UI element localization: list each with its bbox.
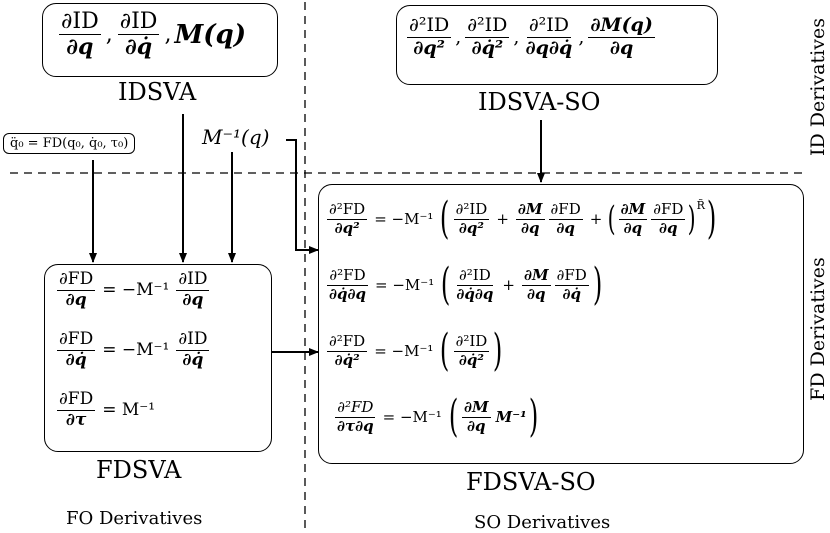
fdsva-so-eq1-b-den: ∂q — [520, 218, 540, 237]
fdsva-so-eq4-a-num: ∂M — [461, 397, 491, 418]
idsva-term-1: ∂ID ∂q — [59, 10, 101, 59]
idsva-term-2: ∂ID ∂q̇ — [117, 9, 160, 61]
fdsva-so-eq2-b-num: ∂M — [521, 265, 551, 286]
fdsva-eq3-rhs-pre: = M⁻¹ — [102, 400, 156, 421]
minv-input: M⁻¹(q) — [202, 125, 270, 149]
fdsva-so-eq2-c-den: ∂q̇ — [562, 284, 581, 303]
fdsva-so-eq1-e-num: ∂FD — [651, 199, 686, 220]
fdsva-eq-1: ∂FD∂q = −M⁻¹ ∂ID∂q — [55, 269, 211, 310]
fdsva-so-eq1-b-num: ∂M — [515, 199, 545, 220]
idsva-so-term-2-num: ∂²ID — [465, 14, 510, 38]
fdsva-eq3-lhs-num: ∂FD — [57, 389, 96, 411]
idsva-so-box: ∂²ID ∂q² , ∂²ID ∂q̇² , ∂²ID ∂q∂q̇ , ∂M(q… — [396, 5, 718, 85]
arrow-minv-to-fdsva-so — [286, 139, 319, 254]
id-derivatives-label: ID Derivatives — [807, 18, 829, 156]
fdsva-so-eq2-c-num: ∂FD — [554, 265, 589, 286]
fdsva-so-eq2-lhs-num: ∂²FD — [327, 265, 368, 286]
idsva-so-term-1: ∂²ID ∂q² — [407, 14, 452, 59]
fdsva-so-eq3-a-num: ∂²ID — [453, 331, 490, 352]
fdsva-eq2-lhs-num: ∂FD — [57, 329, 96, 351]
fdsva-so-eq-3: ∂²FD∂q̇² = −M⁻¹ ( ∂²ID∂q̇² ) — [327, 325, 503, 376]
idsva-so-term-4-den: ∂q — [609, 36, 634, 59]
idsva-term-2-num: ∂ID — [117, 9, 160, 36]
idsva-terms: ∂ID ∂q , ∂ID ∂q̇ , M(q) — [59, 9, 247, 61]
fdsva-so-eq4-lhs-den: ∂τ∂q — [337, 416, 374, 435]
fdsva-eq-2: ∂FD∂q̇ = −M⁻¹ ∂ID∂q̇ — [55, 329, 211, 370]
idsva-box: ∂ID ∂q , ∂ID ∂q̇ , M(q) — [42, 3, 278, 77]
fdsva-so-eq-4: ∂²FD∂τ∂q = −M⁻¹ ( ∂M∂q M⁻¹ ) — [335, 391, 539, 442]
fdsva-so-eq1-a-num: ∂²ID — [453, 199, 490, 220]
fdsva-so-eq1-d-num: ∂M — [618, 199, 648, 220]
fd-input-box: q̈₀ = FD(q₀, q̇₀, τ₀) — [3, 133, 136, 154]
fdsva-eq1-rhs-num: ∂ID — [176, 269, 210, 291]
fdsva-so-eq3-a-den: ∂q̇² — [458, 350, 484, 369]
idsva-term-2-den: ∂q̇ — [125, 34, 153, 61]
fdsva-so-eq1-lhs-num: ∂²FD — [327, 199, 368, 220]
fdsva-so-eq4-lhs-num: ∂²FD — [335, 397, 376, 418]
fdsva-so-eq-1: ∂²FD∂q² = −M⁻¹ ( ∂²ID∂q² + ∂M∂q ∂FD∂q + … — [327, 193, 717, 244]
idsva-so-term-2: ∂²ID ∂q̇² — [465, 14, 510, 59]
fdsva-so-eq2-lhs-den: ∂q̇∂q — [329, 284, 367, 303]
so-derivatives-label: SO Derivatives — [474, 512, 611, 533]
fdsva-so-eq2-a-den: ∂q̇∂q — [456, 284, 494, 303]
fdsva-so-eq1-sup: R̃ — [696, 198, 705, 212]
fdsva-so-eq1-c-den: ∂q — [556, 218, 575, 237]
fdsva-so-label: FDSVA-SO — [466, 468, 596, 496]
fdsva-so-eq1-c-num: ∂FD — [548, 199, 583, 220]
fdsva-so-box: ∂²FD∂q² = −M⁻¹ ( ∂²ID∂q² + ∂M∂q ∂FD∂q + … — [318, 184, 804, 464]
idsva-so-term-3-num: ∂²ID — [526, 14, 571, 38]
fdsva-box: ∂FD∂q = −M⁻¹ ∂ID∂q ∂FD∂q̇ = −M⁻¹ ∂ID∂q̇ … — [44, 264, 272, 452]
fdsva-so-eq3-rhs-pre: = −M⁻¹ — [374, 342, 434, 360]
idsva-so-term-1-den: ∂q² — [413, 36, 445, 59]
fdsva-label: FDSVA — [96, 456, 182, 484]
fdsva-so-eq2-rhs-pre: = −M⁻¹ — [375, 276, 435, 294]
fdsva-so-eq4-post: M⁻¹ — [495, 408, 527, 426]
idsva-so-terms: ∂²ID ∂q² , ∂²ID ∂q̇² , ∂²ID ∂q∂q̇ , ∂M(q… — [407, 14, 655, 59]
fdsva-so-eq1-rhs-pre: = −M⁻¹ — [374, 210, 434, 228]
fdsva-so-eq1-lhs-den: ∂q² — [334, 218, 360, 237]
idsva-so-term-4-num: ∂M(q) — [588, 14, 655, 38]
fdsva-so-eq3-lhs-num: ∂²FD — [327, 331, 368, 352]
fdsva-eq3-lhs-den: ∂τ — [65, 409, 87, 430]
idsva-term-1-den: ∂q — [66, 34, 94, 61]
idsva-so-label: IDSVA-SO — [478, 88, 601, 116]
fdsva-eq1-lhs-den: ∂q — [65, 289, 87, 310]
fo-derivatives-label: FO Derivatives — [66, 508, 203, 529]
idsva-so-term-1-num: ∂²ID — [407, 14, 452, 38]
fdsva-eq1-rhs-pre: = −M⁻¹ — [102, 280, 170, 301]
idsva-label: IDSVA — [118, 78, 197, 106]
fdsva-so-eq2-b-den: ∂q — [527, 284, 546, 303]
fd-derivatives-label: FD Derivatives — [807, 257, 829, 401]
fdsva-eq1-lhs-num: ∂FD — [57, 269, 96, 291]
fdsva-eq2-rhs-den: ∂q̇ — [182, 349, 204, 370]
idsva-so-term-2-den: ∂q̇² — [471, 36, 504, 59]
fdsva-eq2-rhs-num: ∂ID — [176, 329, 210, 351]
fdsva-so-eq4-a-den: ∂q — [467, 416, 486, 435]
idsva-so-term-4: ∂M(q) ∂q — [588, 14, 655, 59]
fdsva-so-eq-2: ∂²FD∂q̇∂q = −M⁻¹ ( ∂²ID∂q̇∂q + ∂M∂q ∂FD∂… — [327, 259, 603, 310]
fdsva-so-eq1-d-den: ∂q — [623, 218, 643, 237]
fdsva-so-eq3-lhs-den: ∂q̇² — [334, 350, 360, 369]
idsva-mass-matrix: M(q) — [174, 19, 247, 50]
fdsva-eq2-lhs-den: ∂q̇ — [65, 349, 87, 370]
idsva-so-term-3-den: ∂q∂q̇ — [525, 36, 573, 59]
fdsva-eq2-rhs-pre: = −M⁻¹ — [102, 340, 170, 361]
idsva-so-term-3: ∂²ID ∂q∂q̇ — [523, 14, 574, 59]
fdsva-so-eq2-a-num: ∂²ID — [457, 265, 493, 286]
idsva-term-1-num: ∂ID — [59, 9, 101, 36]
fdsva-eq1-rhs-den: ∂q — [182, 289, 204, 310]
fdsva-eq-3: ∂FD∂τ = M⁻¹ — [55, 389, 160, 430]
fdsva-so-eq4-rhs-pre: = −M⁻¹ — [382, 408, 442, 426]
fdsva-so-eq1-e-den: ∂q — [659, 218, 678, 237]
fdsva-so-eq1-a-den: ∂q² — [458, 218, 484, 237]
